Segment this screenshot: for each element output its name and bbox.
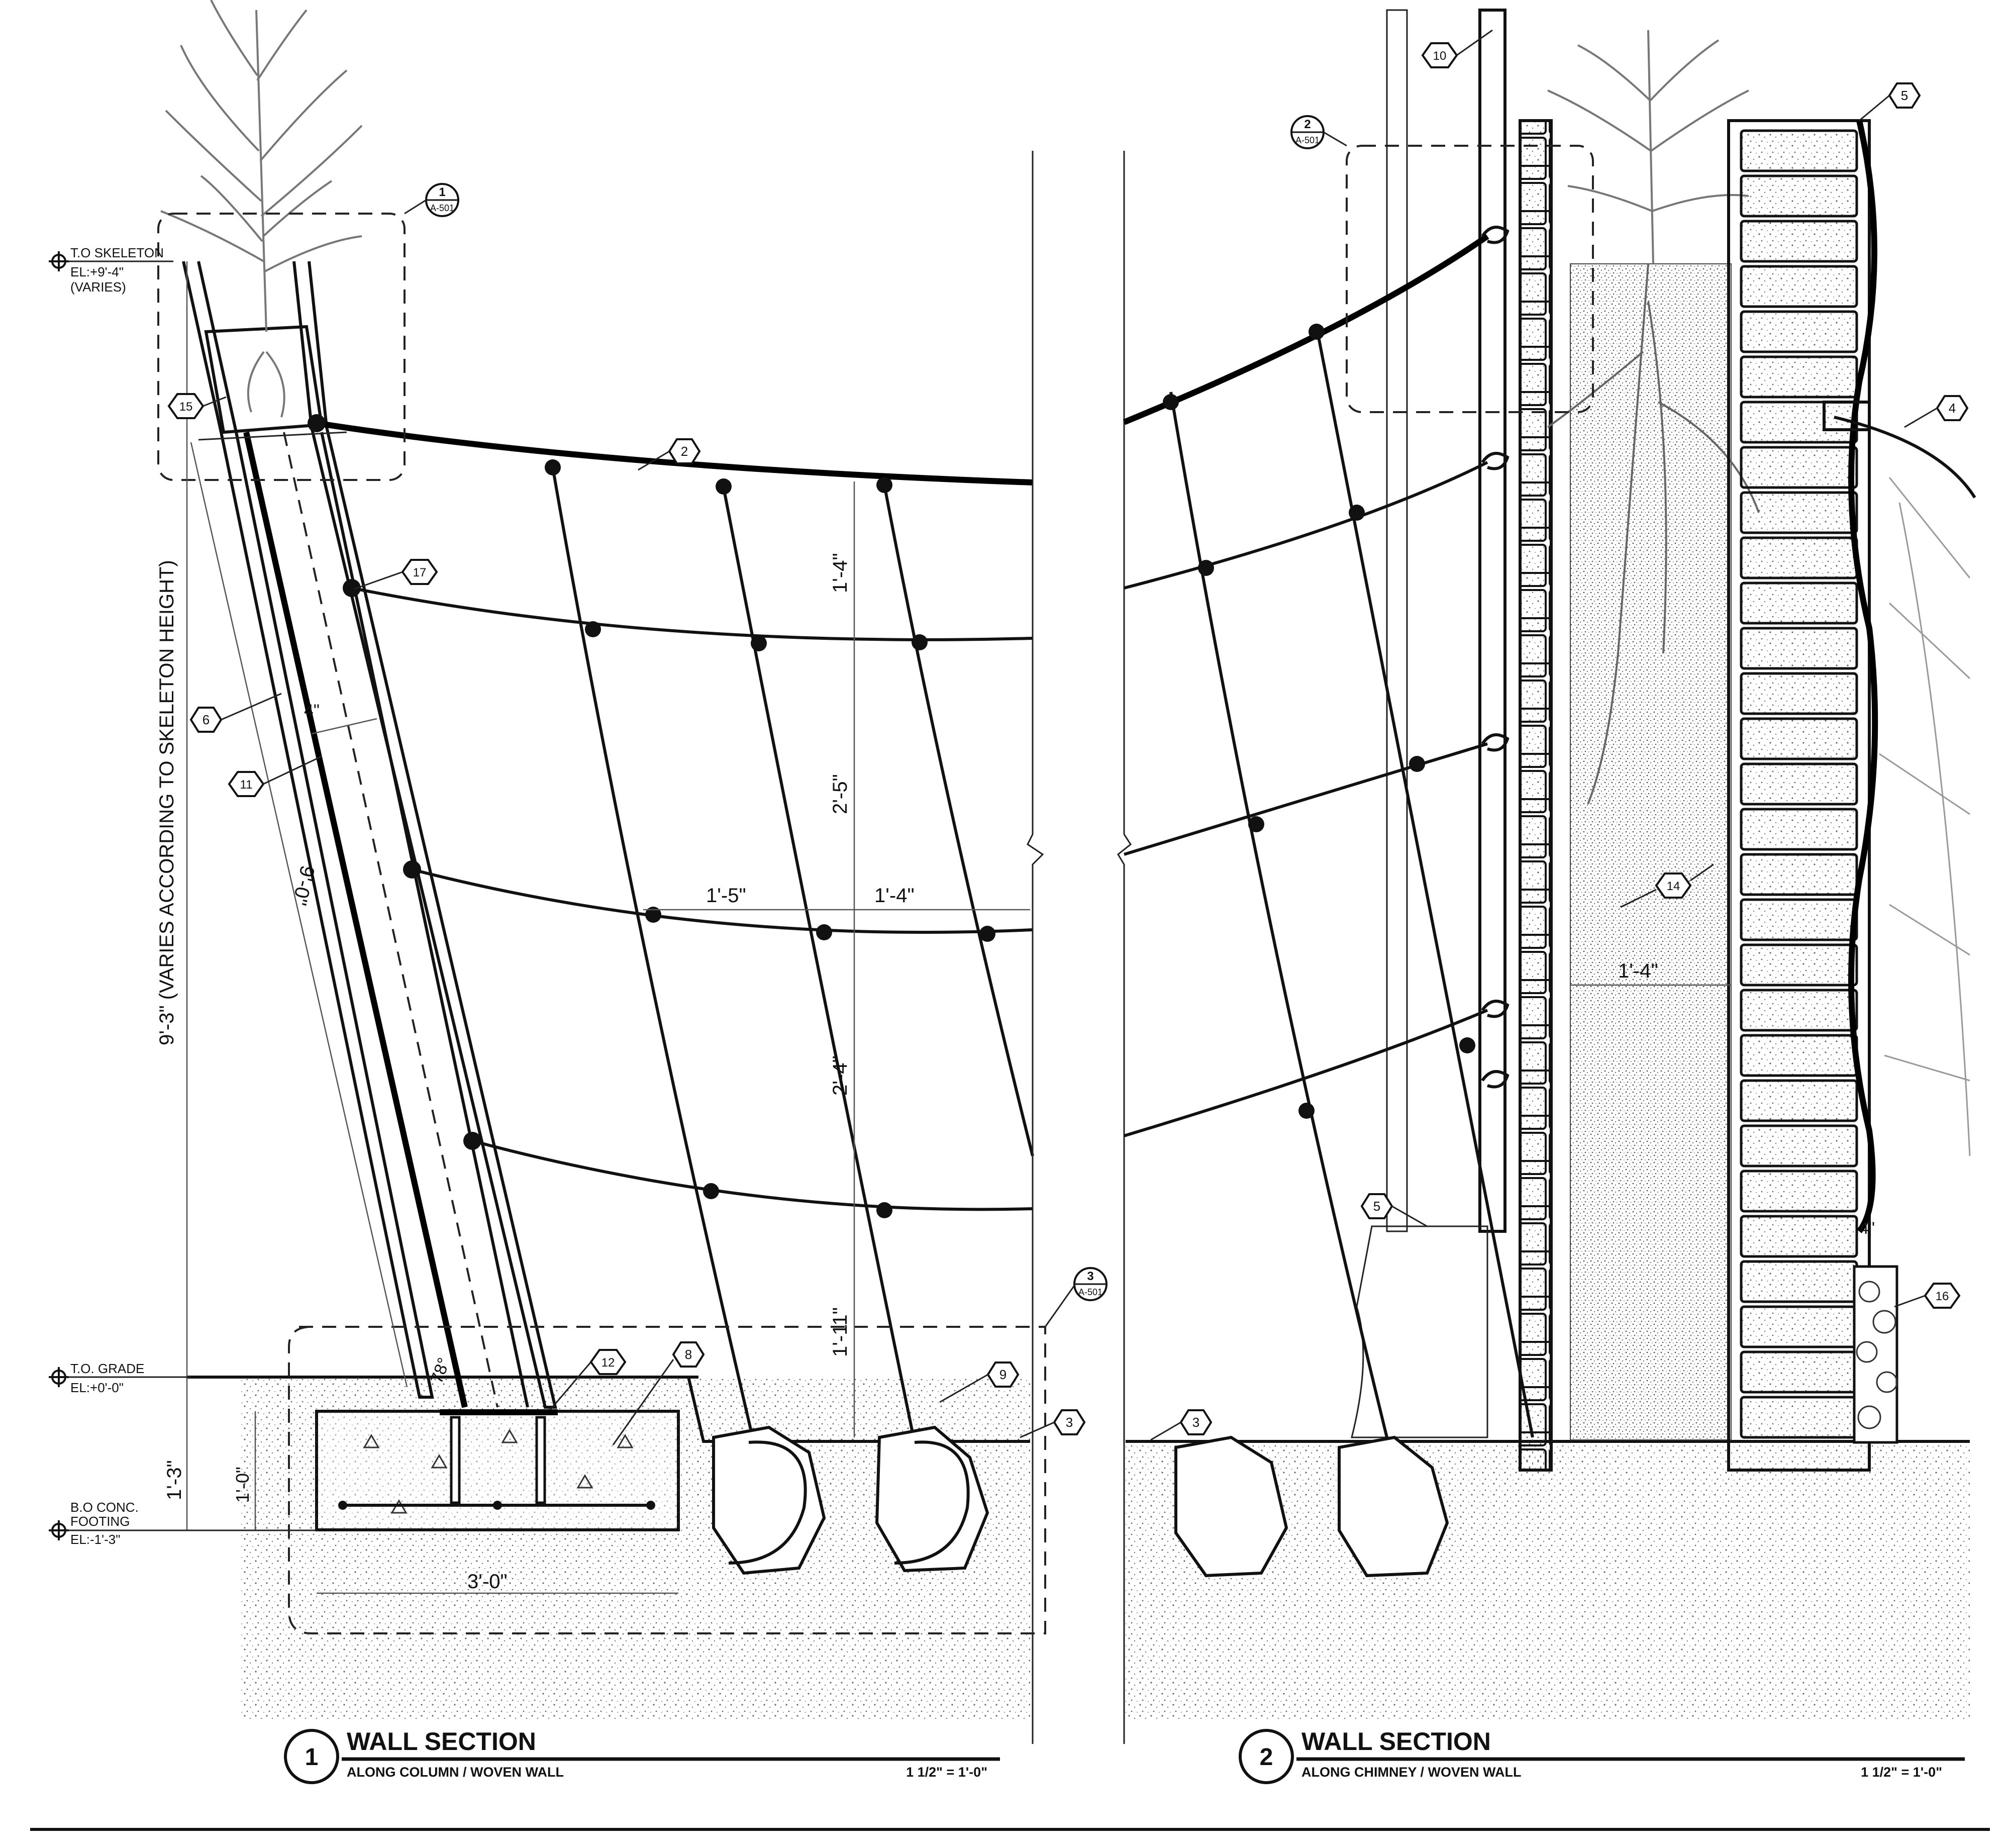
dimensions-1 [186, 261, 1030, 1594]
dim-span-2: 1'-4" [874, 885, 915, 907]
title-1-subtitle: ALONG COLUMN / WOVEN WALL [347, 1765, 564, 1780]
title-1-number: 1 [305, 1744, 319, 1771]
plant-2 [1547, 30, 1749, 264]
keynote-2: 2 [681, 444, 688, 459]
dim-row-3: 2'-4" [829, 1055, 851, 1096]
keynote-16: 16 [1936, 1290, 1949, 1303]
dim-span-1: 1'-5" [706, 885, 746, 907]
keynote-17: 17 [413, 566, 427, 579]
keynote-3b: 3 [1192, 1415, 1199, 1430]
dim-row-4: 1'-11" [829, 1307, 851, 1357]
elev-footing-value: EL:-1'-3" [70, 1532, 120, 1547]
section-1 [157, 0, 1046, 1744]
title-block-1: 1 WALL SECTION ALONG COLUMN / WOVEN WALL… [284, 1727, 1000, 1784]
dim-footing-depth: 1'-3" [163, 1460, 185, 1500]
svg-text:A-501: A-501 [1078, 1287, 1102, 1297]
title-2-subtitle: ALONG CHIMNEY / WOVEN WALL [1301, 1765, 1522, 1780]
title-2-number: 2 [1260, 1744, 1273, 1771]
svg-text:3: 3 [1087, 1270, 1093, 1283]
keynote-11: 11 [240, 778, 253, 792]
title-1-heading: WALL SECTION [347, 1727, 536, 1756]
keynote-14: 14 [1667, 880, 1680, 893]
woven-net-2 [1123, 226, 1534, 1438]
svg-text:A-501: A-501 [1295, 135, 1320, 145]
dim-row-2: 2'-5" [829, 774, 851, 814]
keynote-8: 8 [685, 1347, 692, 1362]
gabion [1853, 1265, 1898, 1444]
elev-skeleton-title: T.O SKELETON [70, 245, 164, 260]
boulders-2 [1174, 1435, 1449, 1578]
elev-footing-title: B.O CONC. [70, 1500, 139, 1515]
dim-gabion-gap: 4" [1859, 1219, 1875, 1238]
keynote-5a: 5 [1901, 88, 1908, 103]
dim-overall-height: 9'-3" (VARIES ACCORDING TO SKELETON HEIG… [156, 560, 178, 1045]
detail-callout-1: 1 A-501 [404, 183, 459, 217]
detail-callout-2: 2 A-501 [1290, 115, 1347, 149]
keynote-10: 10 [1433, 49, 1447, 63]
elev-skeleton-value: EL:+9'-4" [70, 264, 124, 279]
keynote-4: 4 [1949, 401, 1956, 416]
woven-net-1 [308, 414, 1034, 1443]
svg-text:1: 1 [439, 185, 445, 199]
svg-text:A-501: A-501 [430, 203, 454, 213]
svg-text:2: 2 [1304, 118, 1311, 131]
soil-fill [1570, 263, 1732, 1440]
elev-grade-value: EL:+0'-0" [70, 1380, 124, 1395]
elev-skeleton-note: (VARIES) [70, 279, 126, 295]
dim-soil-width: 1'-4" [1618, 960, 1658, 982]
keynote-9: 9 [999, 1367, 1007, 1382]
dim-footing-inner: 1'-0" [232, 1467, 253, 1503]
detail-callout-3: 3 A-501 [1044, 1267, 1108, 1327]
elev-grade-title: T.O. GRADE [70, 1361, 144, 1376]
title-block-2: 2 WALL SECTION ALONG CHIMNEY / WOVEN WAL… [1239, 1727, 1965, 1784]
dim-column-width: 4" [304, 701, 320, 720]
title-2-scale: 1 1/2" = 1'-0" [1861, 1765, 1942, 1780]
title-1-scale: 1 1/2" = 1'-0" [906, 1765, 987, 1780]
boulders-1 [712, 1425, 989, 1575]
dim-footing-width: 3'-0" [467, 1571, 508, 1593]
keynote-15: 15 [179, 400, 193, 414]
keynote-6: 6 [203, 712, 210, 727]
brick-column-left [1519, 119, 1553, 1472]
keynote-3a: 3 [1066, 1415, 1073, 1430]
dim-column-length: 9'-0" [288, 863, 319, 908]
keynote-12: 12 [601, 1356, 615, 1370]
elevation-markers: T.O SKELETON EL:+9'-4" (VARIES) T.O. GRA… [49, 245, 317, 1547]
dim-row-1: 1'-4" [829, 553, 851, 593]
elev-footing-title2: FOOTING [70, 1514, 130, 1529]
section-2 [1117, 9, 1976, 1744]
keynote-5b: 5 [1373, 1199, 1380, 1214]
plant-1 [160, 0, 363, 418]
keynotes: 2 3 3 4 5 5 6 8 9 10 11 12 14 15 16 17 [167, 29, 1969, 1445]
title-2-heading: WALL SECTION [1301, 1727, 1491, 1756]
